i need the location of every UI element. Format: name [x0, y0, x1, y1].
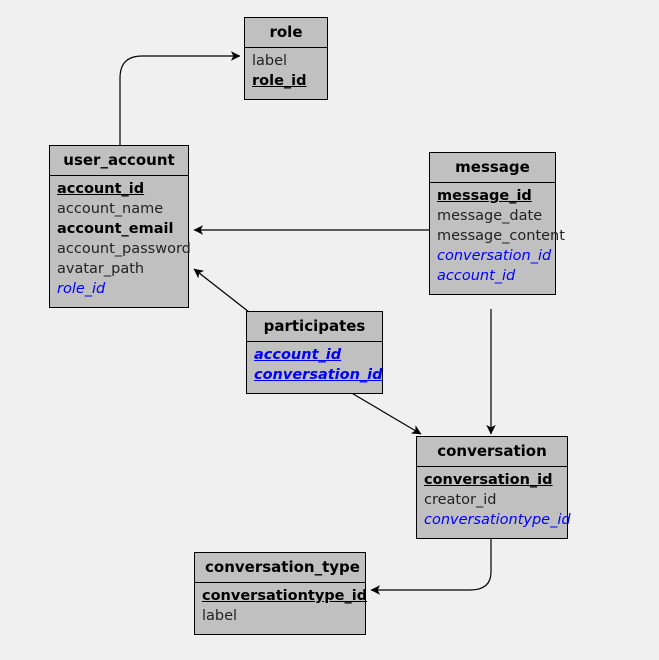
edge-conversation-to-conversation_type — [370, 532, 492, 595]
entity-role[interactable]: role label role_id — [244, 17, 328, 100]
attribute-message-account_id: account_id — [437, 268, 516, 284]
edge-user_account-to-role — [119, 51, 241, 145]
attribute-user_account-account_password: account_password — [57, 241, 191, 257]
entity-title-conversation_type: conversation_type — [195, 553, 365, 583]
attribute-conversation-conversation_id: conversation_id — [424, 472, 553, 488]
edge-participates-to-user_account — [193, 268, 250, 313]
entity-participates[interactable]: participates account_id conversation_id — [246, 311, 383, 394]
attribute-role-role_id: role_id — [252, 73, 307, 89]
attribute-message-message_content: message_content — [437, 228, 565, 244]
attribute-user_account-account_id: account_id — [57, 181, 145, 197]
attribute-user_account-account_email: account_email — [57, 221, 174, 237]
entity-title-user_account: user_account — [50, 146, 188, 176]
attribute-participates-account_id: account_id — [254, 347, 342, 363]
attribute-user_account-role_id: role_id — [57, 281, 106, 297]
attribute-conversation_type-conversationtype_id: conversationtype_id — [202, 588, 368, 604]
attribute-message-message_id: message_id — [437, 188, 532, 204]
attribute-list-role: label role_id — [245, 48, 327, 99]
attribute-role-label: label — [252, 53, 288, 69]
attribute-user_account-account_name: account_name — [57, 201, 164, 217]
attribute-list-participates: account_id conversation_id — [247, 342, 383, 393]
entity-message[interactable]: message message_id message_date message_con… — [429, 152, 565, 295]
attribute-user_account-avatar_path: avatar_path — [57, 261, 145, 277]
entity-title-message: message — [430, 153, 555, 183]
attribute-participates-conversation_id: conversation_id — [254, 367, 383, 383]
attribute-conversation-conversationtype_id: conversationtype_id — [424, 512, 571, 528]
attribute-conversation_type-label: label — [202, 608, 238, 624]
attribute-message-message_date: message_date — [437, 208, 543, 224]
attribute-message-conversation_id: conversation_id — [437, 248, 552, 264]
entity-title-participates: participates — [247, 312, 382, 342]
entity-title-conversation: conversation — [417, 437, 567, 467]
entity-title-role: role — [245, 18, 327, 48]
attribute-conversation-creator_id: creator_id — [424, 492, 497, 508]
attribute-list-conversation: conversation_id creator_id conversationtyp… — [417, 467, 571, 538]
